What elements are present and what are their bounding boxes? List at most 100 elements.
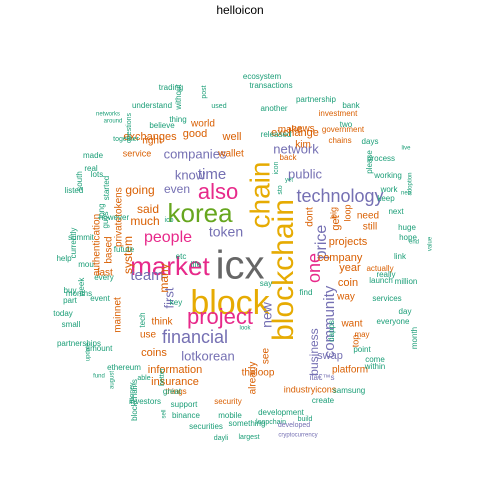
word-10: people (144, 229, 192, 246)
word-23: lotkorean (181, 348, 234, 363)
word-114: transactions (249, 81, 292, 90)
word-110: two (340, 120, 353, 129)
word-5: market (130, 251, 210, 281)
word-43: dont (305, 207, 316, 227)
word-103: hope (399, 233, 417, 242)
word-19: companies (164, 146, 227, 161)
word-50: want (340, 319, 362, 330)
word-156: fund (93, 374, 105, 380)
word-57: tokens (114, 187, 125, 216)
word-152: long (97, 203, 106, 218)
word-133: south (75, 171, 84, 191)
word-14: new (259, 301, 275, 328)
word-37: good (183, 128, 207, 140)
word-169: say (260, 279, 272, 288)
word-89: samsung (333, 386, 365, 395)
word-182: value (428, 236, 434, 251)
word-65: theloop (242, 368, 275, 379)
word-118: used (211, 103, 226, 110)
word-51: still (363, 222, 377, 233)
word-136: summit (68, 233, 95, 242)
word-48: think (151, 317, 173, 328)
word-46: coins (141, 347, 167, 359)
word-171: tech (138, 312, 147, 327)
word-141: months (66, 289, 92, 298)
word-99: link (394, 252, 407, 261)
word-82: support (171, 400, 198, 409)
word-177: icon (273, 161, 280, 174)
word-135: however (99, 213, 130, 222)
word-86: investors (129, 397, 161, 406)
word-22: first (161, 287, 176, 308)
word-70: investment (319, 109, 358, 118)
word-147: amount (86, 344, 113, 353)
word-150: event (90, 294, 110, 303)
word-94: services (372, 294, 401, 303)
word-132: real (84, 164, 98, 173)
word-21: business (307, 328, 321, 375)
word-154: better (159, 367, 166, 386)
word-8: technology (296, 186, 383, 206)
word-66: industryicons (284, 384, 337, 394)
word-47: swap (317, 350, 343, 362)
word-173: etc (176, 252, 187, 261)
word-124: made (83, 151, 104, 160)
word-91: come (365, 355, 385, 364)
word-77: things (165, 387, 186, 396)
word-166: dapps (327, 320, 336, 342)
word-108: process (367, 154, 395, 163)
word-117: released (261, 130, 292, 139)
word-130: together (113, 136, 139, 143)
word-61: mainnet (113, 297, 124, 333)
word-111: days (362, 137, 379, 146)
word-33: year (339, 262, 361, 274)
word-4: korea (167, 198, 233, 228)
word-84: something (229, 419, 266, 428)
word-183: update (86, 342, 92, 361)
word-105: keep (377, 194, 395, 203)
word-100: day (399, 307, 412, 316)
word-59: based (104, 236, 115, 263)
word-54: world (190, 119, 215, 130)
word-44: information (148, 364, 202, 376)
word-101: month (410, 327, 419, 349)
word-53: way (336, 292, 355, 303)
word-102: next (388, 207, 404, 216)
word-125: believe (149, 121, 175, 130)
word-140: mou (78, 260, 94, 269)
word-120: trading (159, 83, 183, 92)
word-81: binance (172, 411, 201, 420)
word-39: make (278, 125, 303, 136)
word-160: largest (238, 434, 259, 441)
word-148: ethereum (107, 363, 141, 372)
word-142: buy (64, 286, 77, 295)
word-146: partnerships (57, 339, 101, 348)
word-121: without (174, 84, 183, 111)
word-162: developed (278, 422, 310, 429)
word-17: token (209, 224, 243, 240)
word-27: many (157, 263, 171, 292)
word-38: well (222, 131, 242, 143)
word-164: build (298, 416, 313, 423)
word-34: coin (338, 277, 358, 289)
word-6: project (187, 304, 253, 329)
word-139: week (77, 277, 86, 298)
word-78: security (214, 397, 242, 406)
word-40: news (291, 124, 314, 135)
word-32: projects (329, 236, 368, 248)
word-64: already (248, 362, 259, 395)
word-158: sell (162, 409, 168, 418)
word-0: icx (216, 244, 265, 288)
word-93: everyone (377, 317, 410, 326)
word-107: working (373, 171, 402, 180)
word-127: around (104, 119, 123, 125)
word-98: actually (366, 264, 393, 273)
word-7: also (198, 179, 238, 204)
word-175: yet (285, 178, 293, 184)
word-49: platform (332, 365, 368, 376)
word-168: look (239, 326, 251, 332)
word-144: today (53, 309, 73, 318)
word-62: use (140, 330, 157, 341)
word-60: last (97, 268, 113, 279)
word-42: get (330, 215, 342, 230)
